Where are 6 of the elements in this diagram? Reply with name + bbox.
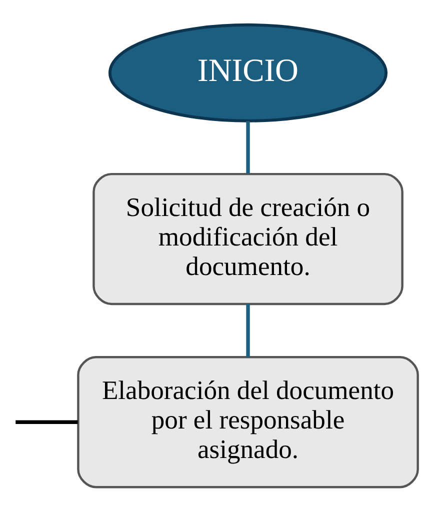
node-ellipse: INICIO — [108, 22, 388, 122]
node-box: Solicitud de creación o modificación del documento. — [92, 172, 404, 305]
node-box: Elaboración del documento por el responsable asignado. — [77, 356, 419, 488]
connector — [16, 420, 78, 424]
connector — [246, 120, 250, 174]
connector — [246, 304, 250, 357]
